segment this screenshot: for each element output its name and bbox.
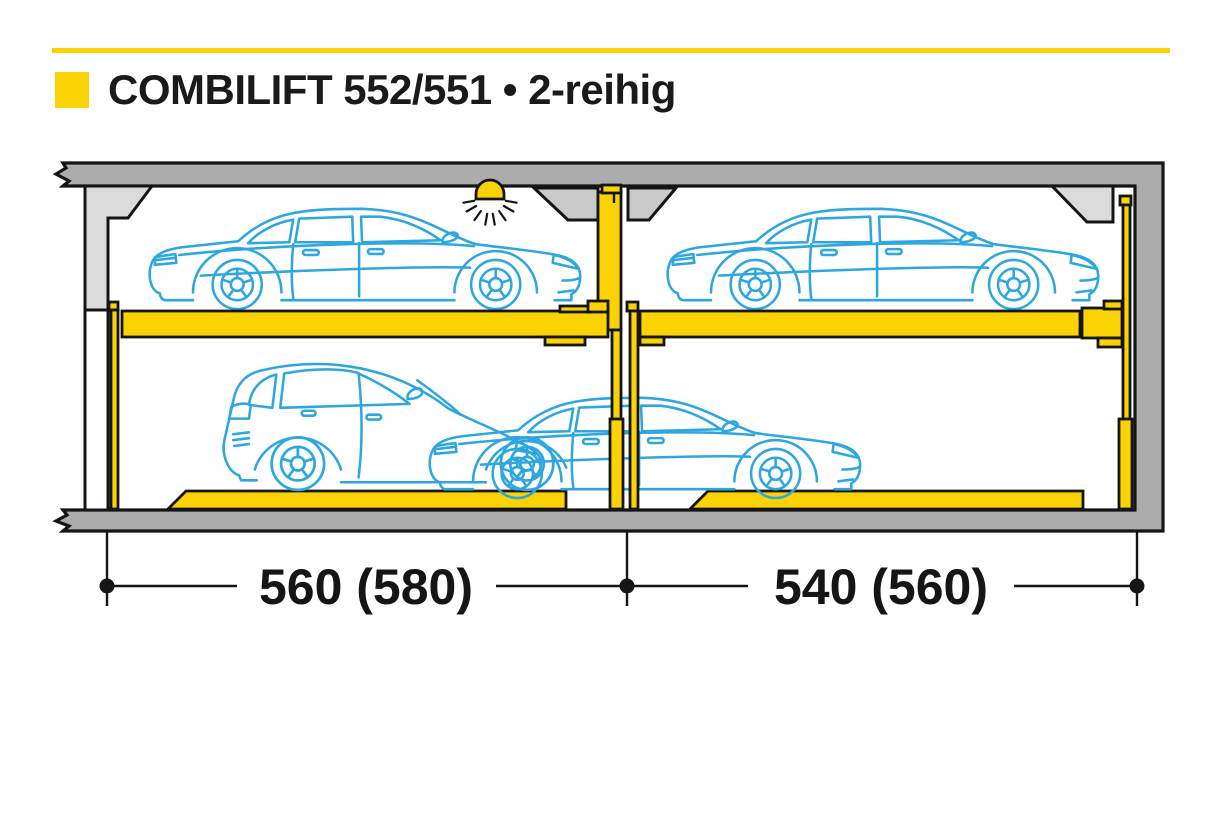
post-left-wall <box>107 300 120 511</box>
dimension-endpoint <box>99 578 115 594</box>
car-sedan-upper-left <box>150 209 581 309</box>
corbel-middle-right-icon <box>626 186 680 222</box>
dimension-endpoint <box>619 578 635 594</box>
car-sedan-lower-middle <box>430 398 860 498</box>
corbel-middle-left-icon <box>530 186 600 222</box>
car-sedan-upper-right <box>668 209 1099 309</box>
header: COMBILIFT 552/551 • 2-reihig <box>55 66 676 114</box>
dimension-label-left: 560 (580) <box>259 559 473 615</box>
corbel-right <box>1048 184 1115 224</box>
ramp-lower-right <box>686 489 1085 511</box>
left-wall-lower <box>83 308 110 512</box>
platform-upper-left <box>120 299 610 347</box>
floor-ramps <box>164 489 1085 511</box>
post-center-left <box>608 328 625 511</box>
lift-column-center-top-tab <box>600 183 623 195</box>
dimension-annotations: 560 (580) 540 (560) <box>99 532 1145 615</box>
car-hatchback-lower-left <box>224 364 567 490</box>
ceiling-wall-floor-shell <box>52 161 1165 533</box>
page-title: COMBILIFT 552/551 • 2-reihig <box>108 66 676 113</box>
platform-upper-right <box>638 299 1124 349</box>
post-center-right <box>625 300 640 511</box>
post-right-wall <box>1117 194 1134 511</box>
lift-steelwork <box>107 183 1134 511</box>
header-rule <box>52 48 1170 53</box>
yellow-square-icon <box>55 72 89 108</box>
left-wall-upper <box>83 184 155 312</box>
dimension-endpoint <box>1129 578 1145 594</box>
ceiling-lamp-icon <box>462 178 518 226</box>
dimension-label-right: 540 (560) <box>774 559 988 615</box>
ramp-lower-left <box>164 489 568 511</box>
